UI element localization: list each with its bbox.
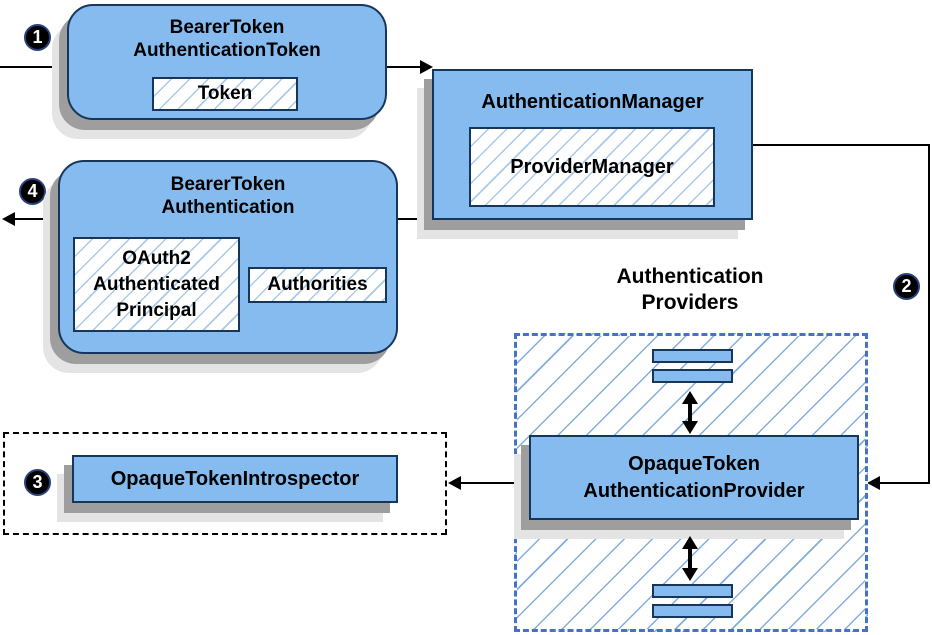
provider-manager-label: ProviderManager — [510, 155, 674, 178]
token-to-manager-line — [387, 66, 420, 68]
opaque-token-authentication-provider-node: OpaqueToken AuthenticationProvider — [529, 435, 859, 520]
opaque-token-introspector-label: OpaqueTokenIntrospector — [110, 467, 360, 490]
step3-line — [460, 482, 515, 484]
bidirectional-arrow-bottom-icon — [682, 536, 698, 581]
bearer-token-authentication-title-line1: BearerToken — [170, 174, 286, 195]
token-to-manager-arrowhead-icon — [420, 60, 433, 74]
token-chip: Token — [152, 77, 298, 111]
authentication-providers-label: Authentication Providers — [590, 264, 790, 316]
authentication-providers-label-line2: Providers — [641, 291, 739, 314]
bidirectional-arrow-top-icon — [682, 391, 698, 434]
opaque-token-authentication-provider-line1: OpaqueToken — [628, 453, 760, 475]
opaque-token-authentication-provider-line2: AuthenticationProvider — [583, 480, 805, 502]
principal-line3: Principal — [116, 299, 197, 321]
step1-number: 1 — [32, 27, 43, 47]
authentication-providers-label-line1: Authentication — [616, 265, 764, 288]
bearer-token-authentication-token-title-line1: BearerToken — [169, 17, 285, 38]
step2-line-top — [752, 144, 930, 146]
authentication-manager-title: AuthenticationManager — [481, 91, 704, 113]
step1-badge: 1 — [24, 24, 51, 51]
manager-to-authentication-line — [398, 218, 432, 220]
provider-stack-bottom-bar2-icon — [652, 604, 733, 618]
step2-number: 2 — [901, 276, 912, 296]
bearer-token-authentication-title-line2: Authentication — [161, 197, 295, 218]
step3-number: 3 — [32, 472, 43, 492]
step2-line-vertical — [928, 144, 930, 484]
step4-badge: 4 — [19, 178, 46, 205]
authorities-chip: Authorities — [248, 267, 387, 303]
provider-stack-top-bar1-icon — [652, 349, 733, 363]
step3-badge: 3 — [24, 469, 51, 496]
bearer-token-authentication-token-title-line2: AuthenticationToken — [133, 40, 321, 61]
step2-arrowhead-icon — [867, 476, 880, 490]
step2-line-bottom — [880, 482, 930, 484]
opaque-token-introspector-node: OpaqueTokenIntrospector — [72, 455, 398, 503]
token-chip-label: Token — [197, 83, 253, 104]
step3-arrowhead-icon — [448, 476, 461, 490]
opaque-token-introspector-container — [3, 432, 447, 535]
provider-stack-bottom-bar1-icon — [652, 584, 733, 598]
step4-number: 4 — [27, 181, 38, 201]
step4-outgoing-line — [12, 218, 58, 220]
provider-manager-chip: ProviderManager — [469, 127, 715, 207]
bearer-token-authentication-token-node: BearerToken AuthenticationToken — [67, 4, 387, 120]
step2-badge: 2 — [893, 273, 920, 300]
principal-line2: Authenticated — [93, 273, 220, 295]
oauth2-authenticated-principal-chip: OAuth2 Authenticated Principal — [73, 237, 240, 332]
step4-arrowhead-icon — [2, 212, 15, 226]
authorities-label: Authorities — [267, 274, 368, 295]
principal-line1: OAuth2 — [122, 247, 191, 269]
step1-incoming-line — [0, 66, 62, 68]
provider-stack-top-bar2-icon — [652, 369, 733, 383]
